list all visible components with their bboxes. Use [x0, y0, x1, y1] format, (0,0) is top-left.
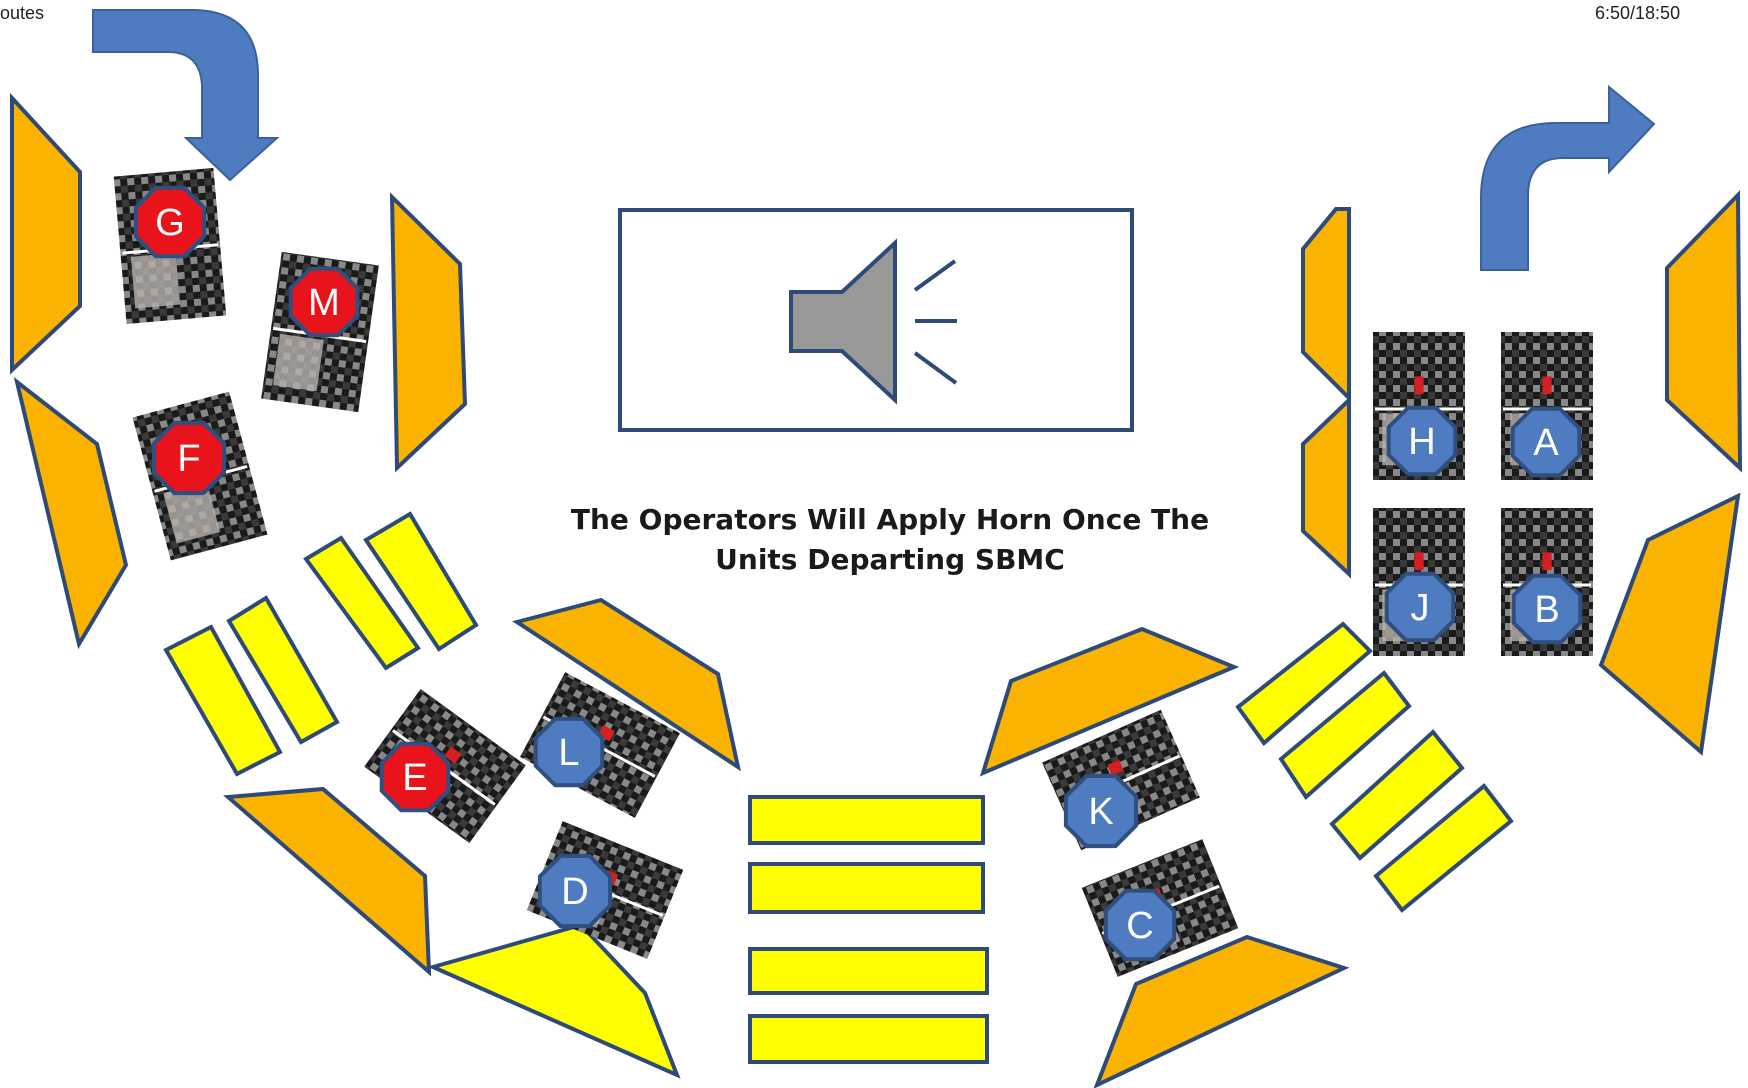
unit-badge — [151, 420, 227, 496]
ambulance-unit-l: L — [520, 672, 680, 818]
ambulance-unit-g: G — [113, 167, 227, 325]
bay-orange-11 — [1093, 934, 1350, 1088]
bay-yellow-2 — [226, 595, 340, 745]
ambulance-unit-j: J — [1373, 508, 1465, 656]
unit-badge — [1063, 773, 1139, 849]
bay-yellow-9 — [748, 1014, 989, 1064]
speaker-icon — [789, 238, 958, 405]
unit-label: G — [155, 202, 185, 244]
curved-arrow-down-icon — [92, 9, 280, 182]
bay-orange-5 — [512, 597, 741, 772]
unit-label: L — [558, 732, 579, 774]
bay-orange-1 — [10, 92, 82, 375]
bay-yellow-1 — [163, 624, 283, 777]
caption-line-1: The Operators Will Apply Horn Once The — [570, 503, 1210, 536]
unit-label: C — [1126, 905, 1153, 947]
bay-yellow-5 — [427, 922, 681, 1079]
unit-label: H — [1408, 421, 1435, 463]
bay-orange-2 — [13, 376, 129, 650]
ambulance-unit-m: M — [261, 251, 379, 413]
ambulance-unit-h: H — [1373, 332, 1465, 480]
bay-yellow-11 — [1278, 670, 1412, 801]
header-right-text: 6:50/18:50 — [1595, 3, 1681, 23]
ambulance-unit-k: K — [1042, 709, 1200, 851]
bay-orange-9 — [1665, 190, 1743, 473]
unit-label: F — [177, 438, 200, 480]
ambulance-unit-a: A — [1501, 332, 1593, 480]
caption: The Operators Will Apply Horn Once The U… — [540, 500, 1240, 580]
unit-label: D — [561, 871, 588, 913]
ambulance-unit-f: F — [132, 391, 268, 561]
unit-badge — [1511, 573, 1583, 645]
ambulance-unit-c: C — [1081, 839, 1239, 977]
bay-orange-3 — [389, 192, 468, 473]
unit-badge — [1384, 571, 1456, 643]
bay-orange-10 — [1598, 492, 1741, 756]
bay-yellow-4 — [363, 511, 479, 652]
curved-arrow-up-right-icon — [1480, 84, 1656, 271]
unit-label: M — [308, 282, 340, 324]
caption-line-2: Units Departing SBMC — [715, 543, 1065, 576]
unit-badge — [537, 853, 613, 929]
unit-label: K — [1088, 791, 1113, 833]
unit-badge — [288, 266, 360, 338]
unit-badge — [379, 741, 451, 813]
unit-label: J — [1411, 587, 1430, 629]
unit-badge — [533, 716, 605, 788]
bay-orange-7 — [1301, 207, 1351, 403]
ambulance-unit-d: D — [526, 821, 684, 959]
bay-yellow-10 — [1235, 621, 1373, 746]
bay-yellow-7 — [748, 862, 985, 914]
bay-yellow-6 — [748, 795, 985, 845]
bay-orange-6 — [979, 626, 1240, 777]
ambulance-unit-b: B — [1501, 508, 1593, 656]
bay-orange-8 — [1301, 395, 1351, 579]
unit-label: A — [1533, 422, 1559, 464]
bay-yellow-3 — [303, 535, 421, 671]
ambulance-unit-e: E — [364, 688, 526, 844]
bay-orange-4 — [223, 786, 432, 977]
unit-badge — [1386, 405, 1458, 477]
header-left-text: outes — [0, 3, 45, 23]
bay-yellow-13 — [1373, 783, 1514, 913]
unit-badge — [1103, 888, 1177, 962]
unit-label: B — [1534, 589, 1559, 631]
unit-badge — [1510, 406, 1582, 478]
unit-label: E — [402, 757, 427, 799]
bay-yellow-8 — [748, 947, 989, 995]
bay-yellow-12 — [1329, 729, 1465, 861]
unit-badge — [133, 185, 207, 259]
